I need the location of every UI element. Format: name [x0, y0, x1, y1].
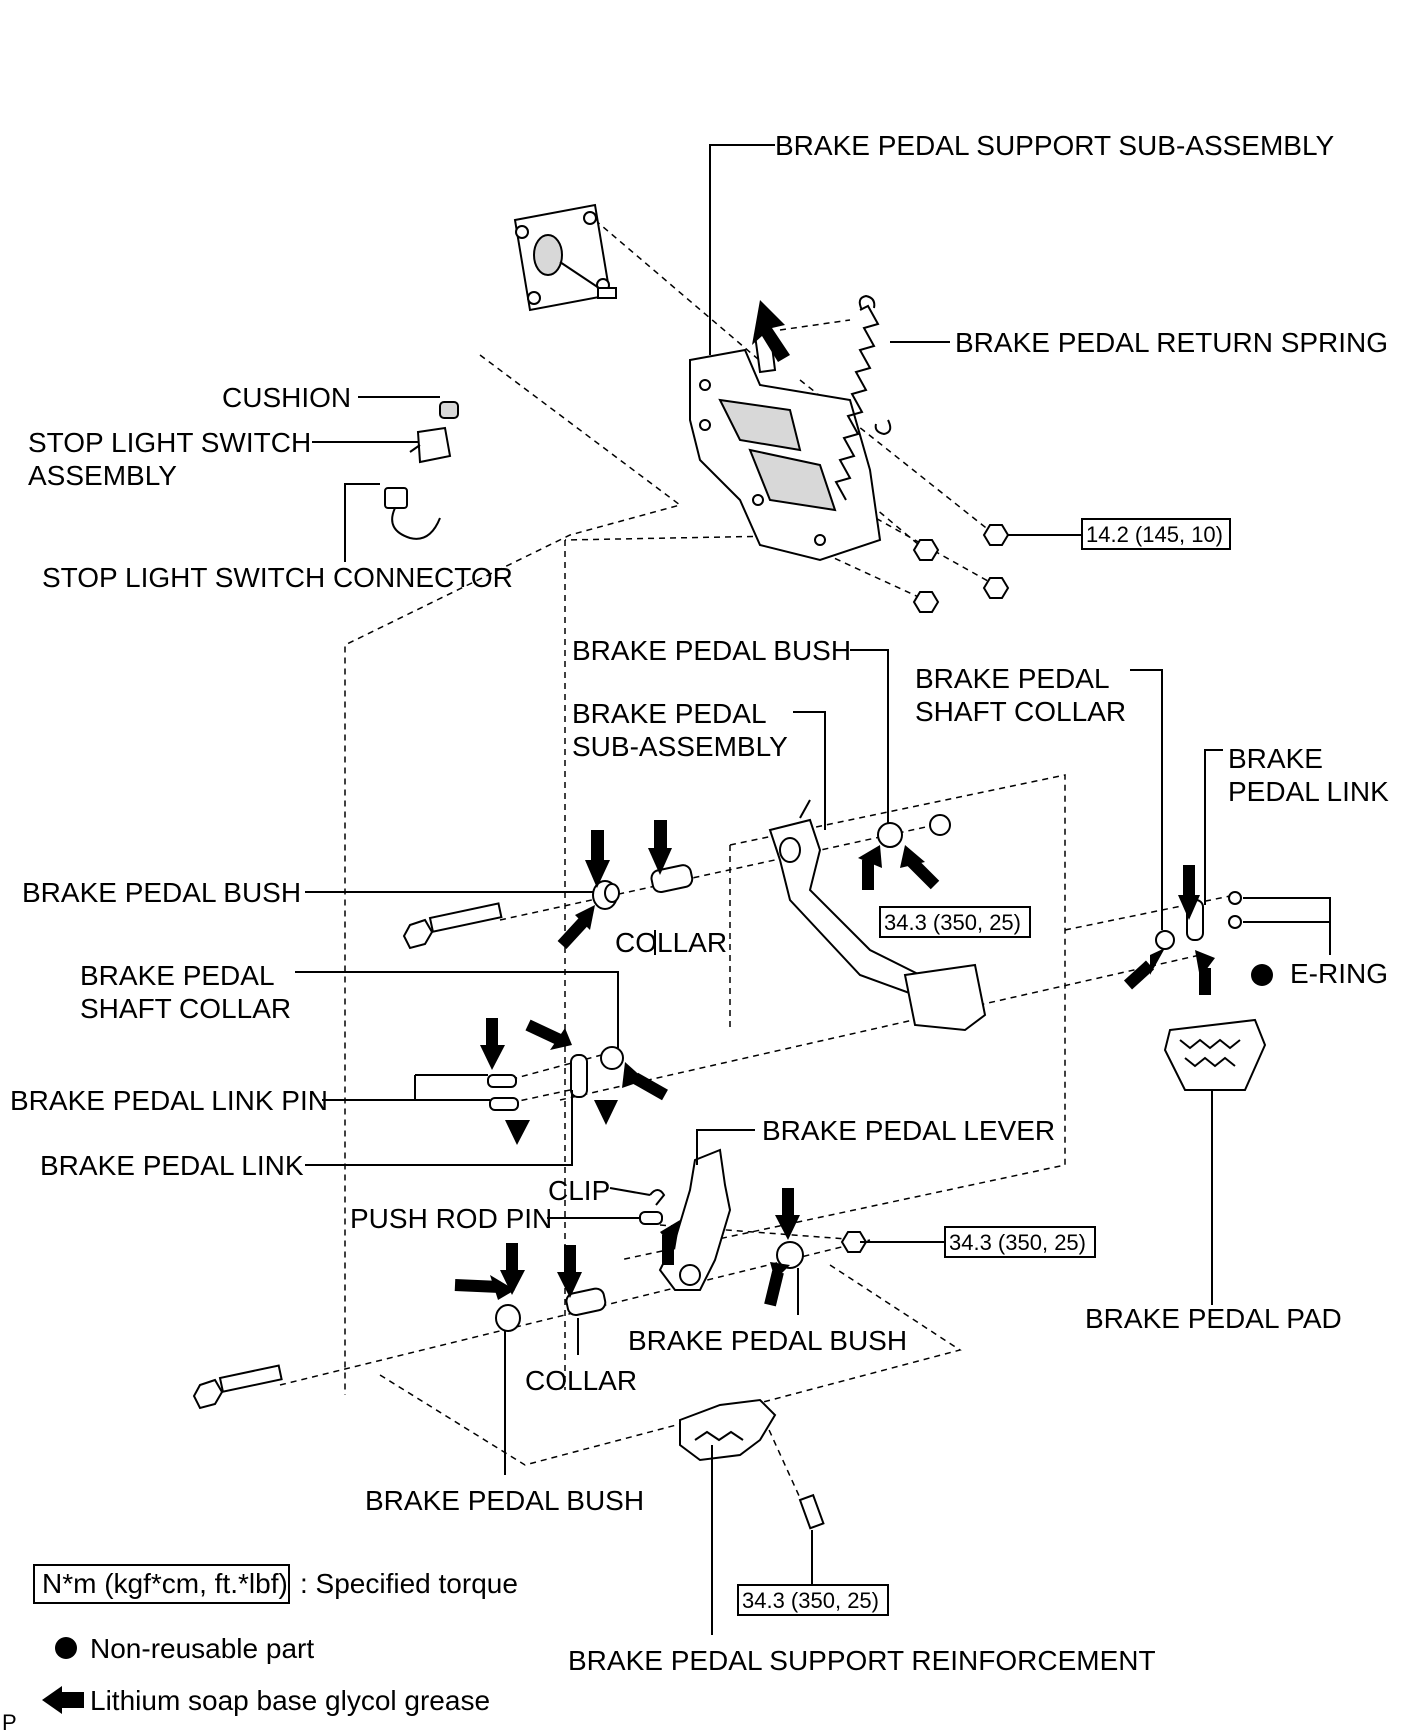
torque-box-lever — [944, 1226, 1096, 1258]
torque-box-pedal — [879, 906, 1031, 938]
label-bush-bottom: BRAKE PEDAL BUSH — [365, 1485, 644, 1516]
label-e-ring: E-RING — [1290, 958, 1388, 989]
legend: N*m (kgf*cm, ft.*lbf) : Specified torque… — [2, 1564, 518, 1734]
legend-non-reusable: Non-reusable part — [90, 1633, 314, 1664]
grease-arrow-icon — [648, 848, 672, 875]
grease-arrow-icon — [480, 1045, 505, 1070]
grease-arrow-icon — [557, 1272, 582, 1298]
label-shaft-collar-right-1: BRAKE PEDAL — [915, 663, 1110, 694]
torque-value-lever: 34.3 (350, 25) — [949, 1230, 1086, 1255]
label-link-right-2: PEDAL LINK — [1228, 776, 1389, 807]
label-stop-light-switch-1: STOP LIGHT SWITCH — [28, 427, 311, 458]
label-pedal-sub-2: SUB-ASSEMBLY — [572, 731, 788, 762]
label-support-sub-assembly: BRAKE PEDAL SUPPORT SUB-ASSEMBLY — [775, 130, 1334, 161]
lower-link-pin-parts — [487, 1046, 624, 1111]
legend-torque-box — [33, 1564, 290, 1604]
label-bush-left: BRAKE PEDAL BUSH — [22, 877, 301, 908]
grease-arrows — [454, 300, 1215, 1307]
label-collar-lower: COLLAR — [525, 1365, 637, 1396]
torque-box-support — [1081, 518, 1231, 550]
label-stop-light-connector: STOP LIGHT SWITCH CONNECTOR — [42, 562, 513, 593]
label-link-left: BRAKE PEDAL LINK — [40, 1150, 304, 1181]
pedal-support-part — [689, 328, 882, 562]
lower-bush-collar-bolt-parts — [192, 1287, 607, 1410]
legend-grease: Lithium soap base glycol grease — [90, 1685, 490, 1716]
label-shaft-collar-left-2: SHAFT COLLAR — [80, 993, 291, 1024]
label-return-spring: BRAKE PEDAL RETURN SPRING — [955, 327, 1388, 358]
right-link-parts — [1155, 891, 1242, 950]
upper-bolt-part — [402, 902, 503, 950]
grease-arrow-icon — [585, 860, 610, 888]
pedal-bush-washer — [877, 814, 951, 848]
label-shaft-collar-right-2: SHAFT COLLAR — [915, 696, 1126, 727]
grease-arrow-icon — [1150, 948, 1165, 975]
label-push-rod-pin: PUSH ROD PIN — [350, 1203, 552, 1234]
legend-torque-box-text: N*m (kgf*cm, ft.*lbf) — [42, 1568, 288, 1599]
label-link-pin: BRAKE PEDAL LINK PIN — [10, 1085, 328, 1116]
grease-arrow-icon — [775, 1215, 800, 1240]
grease-arrow-icon — [752, 300, 790, 362]
leader-lines — [295, 144, 1331, 1635]
torque-boxes: 14.2 (145, 10) 34.3 (350, 25) 34.3 (350,… — [737, 518, 1231, 1616]
non-reusable-dot-icon — [55, 1637, 77, 1659]
label-bush-top: BRAKE PEDAL BUSH — [572, 635, 851, 666]
corner-mark: P — [2, 1710, 17, 1734]
grease-arrow-icon — [42, 1686, 84, 1714]
pedal-lever-part — [658, 1148, 732, 1291]
part-labels: BRAKE PEDAL SUPPORT SUB-ASSEMBLY BRAKE P… — [10, 130, 1389, 1676]
label-bush-middle: BRAKE PEDAL BUSH — [628, 1325, 907, 1356]
clip-push-rod-parts — [639, 1189, 666, 1225]
label-cushion: CUSHION — [222, 382, 351, 413]
pedal-pad-part — [1163, 1018, 1267, 1091]
grease-arrow-icon — [1178, 895, 1200, 920]
torque-value-pedal: 34.3 (350, 25) — [884, 910, 1021, 935]
torque-value-reinforcement: 34.3 (350, 25) — [742, 1588, 879, 1613]
grease-arrow-icon — [594, 1100, 618, 1125]
grease-arrow-icon — [858, 845, 882, 868]
grease-arrow-icon — [505, 1120, 530, 1145]
label-pedal-pad: BRAKE PEDAL PAD — [1085, 1303, 1342, 1334]
support-nuts — [912, 524, 1010, 613]
pedal-sub-assembly-part — [768, 799, 987, 1032]
torque-value-support: 14.2 (145, 10) — [1086, 522, 1223, 547]
label-link-right-1: BRAKE — [1228, 743, 1323, 774]
return-spring-part — [834, 294, 892, 501]
upper-bush-collar-parts — [592, 864, 694, 910]
grease-arrow-icon — [500, 1270, 525, 1295]
label-stop-light-switch-2: ASSEMBLY — [28, 460, 177, 491]
label-shaft-collar-left-1: BRAKE PEDAL — [80, 960, 275, 991]
lower-bush-nut-parts — [776, 1231, 868, 1269]
label-collar-upper: COLLAR — [615, 927, 727, 958]
grease-arrow-icon — [575, 905, 595, 930]
label-clip: CLIP — [548, 1175, 610, 1206]
non-reusable-dot-icon — [1251, 964, 1273, 986]
label-pedal-sub-1: BRAKE PEDAL — [572, 698, 767, 729]
torque-box-reinforcement — [737, 1584, 889, 1616]
stop-light-switch-parts — [384, 401, 459, 540]
label-support-reinforcement: BRAKE PEDAL SUPPORT REINFORCEMENT — [568, 1645, 1156, 1676]
label-lever: BRAKE PEDAL LEVER — [762, 1115, 1055, 1146]
mounting-plate-part — [513, 203, 617, 312]
legend-torque-text: : Specified torque — [300, 1568, 518, 1599]
support-reinforcement-part — [679, 1398, 825, 1530]
